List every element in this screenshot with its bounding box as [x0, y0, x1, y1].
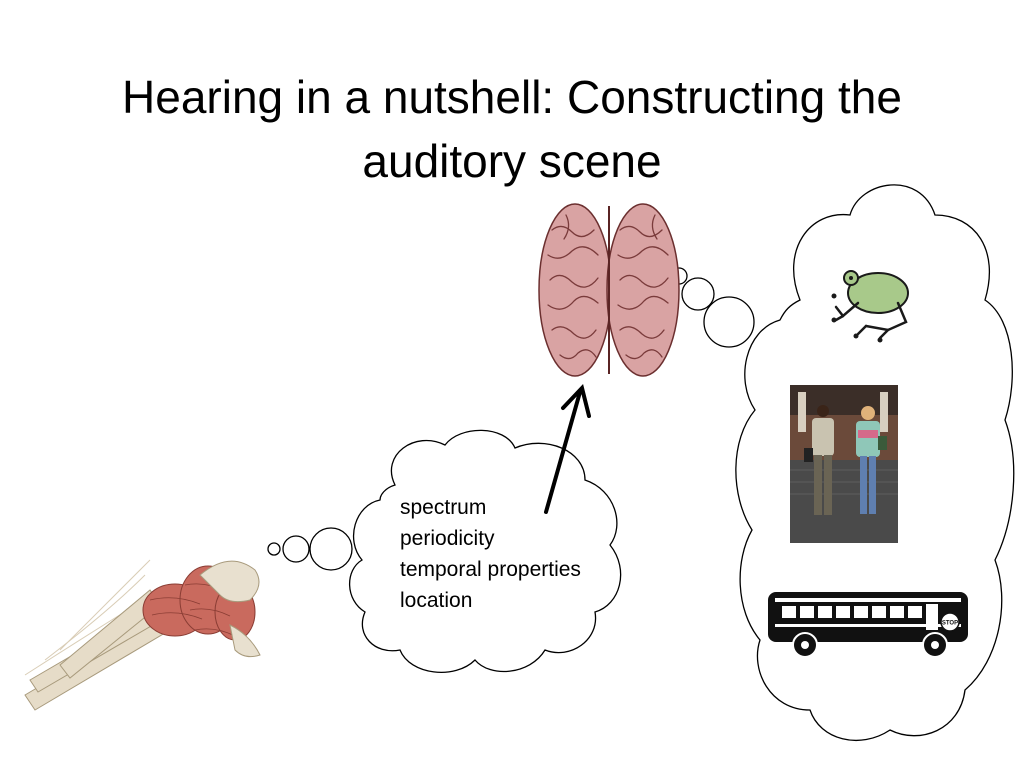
title-line-1: Hearing in a nutshell: Constructing the	[122, 70, 902, 123]
feature-spectrum: spectrum	[400, 496, 487, 519]
brainstem-to-feature-bubbles	[267, 527, 353, 571]
bus-stop-sign: STOP	[942, 621, 958, 627]
brain-to-scene-bubbles	[670, 267, 755, 348]
upward-arrow	[544, 383, 591, 514]
feature-periodicity: periodicity	[400, 527, 495, 550]
feature-temporal-properties: temporal properties	[400, 558, 581, 581]
title-line-2: auditory scene	[362, 134, 662, 187]
brain-illustration	[538, 203, 680, 377]
feature-location: location	[400, 589, 473, 612]
people-walking-photo	[790, 385, 898, 543]
slide-title: Hearing in a nutshell: Constructing the …	[40, 65, 984, 193]
brainstem-illustration	[24, 559, 261, 711]
school-bus-icon: STOP	[768, 592, 968, 658]
frog-icon	[831, 270, 909, 343]
feature-list: spectrum periodicity temporal properties…	[400, 492, 581, 616]
